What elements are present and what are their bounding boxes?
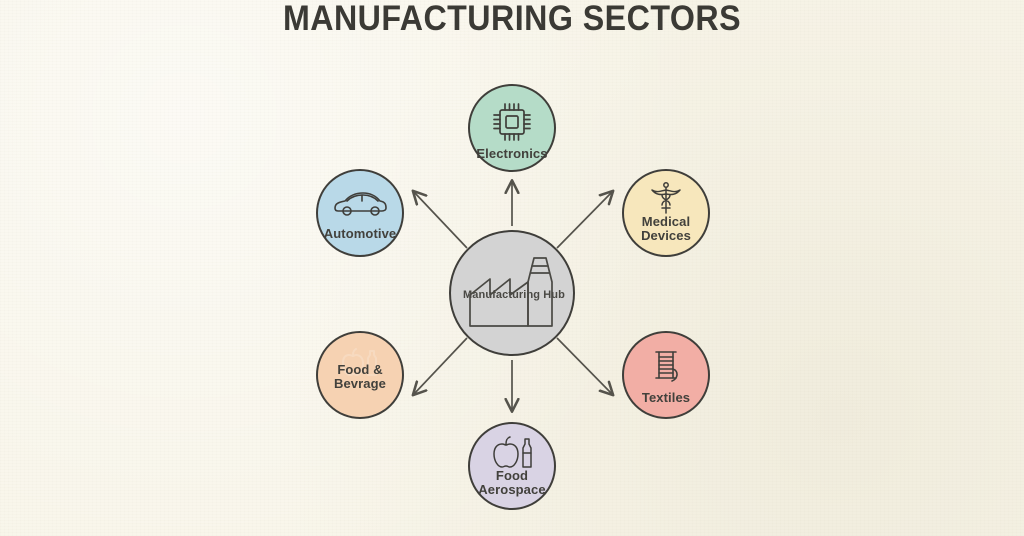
- food-beverage-icon: [339, 347, 381, 384]
- apple-bottle-icon: [489, 436, 535, 475]
- car-icon: [332, 190, 388, 223]
- sector-label-electronics: Electronics: [476, 146, 548, 161]
- page-title: MANUFACTURING SECTORS: [282, 0, 742, 38]
- arrow-to-automotive: [414, 192, 468, 249]
- sector-node-textiles[interactable]: Textiles: [622, 331, 710, 419]
- caduceus-icon: [646, 181, 686, 220]
- sector-label-automotive: Automotive: [323, 226, 397, 241]
- arrow-to-medical-devices: [556, 192, 612, 249]
- hub-content: Manufacturing Hub: [451, 232, 573, 354]
- sector-node-food-beverage[interactable]: Food & Bevrage: [316, 331, 404, 419]
- thread-spool-icon: [646, 347, 686, 392]
- sector-label-food-aerospace: Food Aerospace: [478, 468, 546, 497]
- microchip-icon: [491, 101, 533, 148]
- sector-node-food-aerospace[interactable]: Food Aerospace: [468, 422, 556, 510]
- sector-label-medical-devices: Medical Devices: [641, 214, 691, 243]
- sector-node-medical-devices[interactable]: Medical Devices: [622, 169, 710, 257]
- sector-node-electronics[interactable]: Electronics: [468, 84, 556, 172]
- hub-label: Manufacturing Hub: [463, 289, 565, 301]
- factory-icon: [464, 252, 564, 343]
- arrow-to-food-beverage: [414, 337, 468, 394]
- arrow-to-textiles: [556, 337, 612, 394]
- sector-label-textiles: Textiles: [641, 390, 691, 405]
- sector-node-automotive[interactable]: Automotive: [316, 169, 404, 257]
- sector-label-food-beverage: Food & Bevrage: [333, 362, 386, 391]
- hub-node-manufacturing[interactable]: Manufacturing Hub: [449, 230, 575, 356]
